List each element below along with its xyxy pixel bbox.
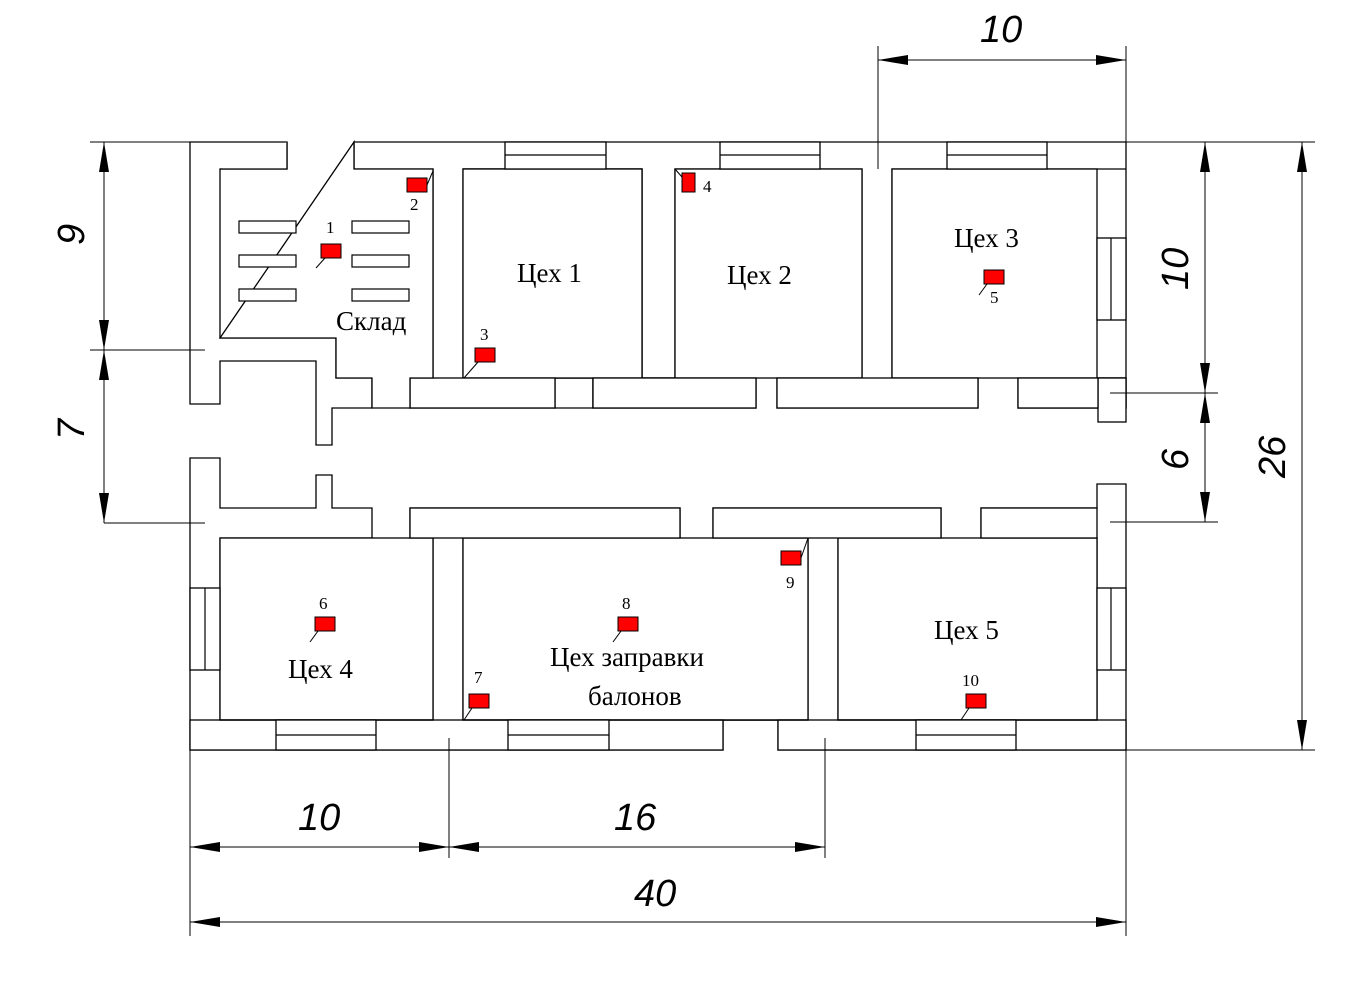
sensor-marker — [314, 616, 336, 632]
sensor-number: 1 — [326, 218, 335, 237]
sensor-number: 8 — [622, 594, 631, 613]
sensor-number: 6 — [319, 594, 328, 613]
sensor-marker — [468, 693, 490, 709]
sensor-marker — [983, 269, 1005, 285]
dim-left-upper-height: 9 — [51, 224, 93, 245]
room-label-tseh2: Цех 2 — [727, 260, 792, 290]
sensor-number: 3 — [480, 325, 489, 344]
room-label-tseh1: Цех 1 — [517, 258, 582, 288]
dim-total-width: 40 — [634, 873, 676, 915]
sensor-number: 7 — [474, 668, 483, 687]
sensors: 1 2 3 4 5 6 7 8 9 10 — [309, 168, 1005, 721]
sensor-marker — [474, 347, 496, 363]
sensor-marker — [320, 243, 342, 259]
warehouse-shelves — [238, 220, 410, 302]
room-label-tseh4: Цех 4 — [288, 654, 353, 684]
shelf — [351, 220, 410, 234]
room-label-tseh5: Цех 5 — [934, 615, 999, 645]
dim-top-right-width: 10 — [980, 9, 1022, 51]
sensor-marker — [617, 616, 639, 632]
dim-bottom-left-width: 10 — [298, 797, 340, 839]
dimension-lines: 10 9 7 10 6 26 — [51, 9, 1315, 936]
dim-total-height: 26 — [1252, 435, 1294, 479]
dim-right-corridor-height: 6 — [1155, 448, 1197, 470]
sensor-number: 9 — [786, 573, 795, 592]
sensor-number: 2 — [410, 195, 419, 214]
sensor-number: 10 — [962, 671, 979, 690]
shelf — [238, 254, 297, 268]
sensor-marker — [965, 693, 987, 709]
room-labels: Склад Цех 1 Цех 2 Цех 3 Цех 4 Цех 5 Цех … — [288, 223, 1019, 711]
upper-block-walls — [189, 139, 1127, 446]
sensor-marker — [681, 172, 696, 193]
dim-left-lower-height: 7 — [51, 417, 93, 440]
shelf — [351, 254, 410, 268]
shelf — [351, 288, 410, 302]
room-label-sklad: Склад — [336, 306, 407, 336]
windows — [189, 141, 1127, 751]
sensor-number: 4 — [703, 177, 712, 196]
sensor-marker — [780, 550, 802, 566]
room-label-refill-line1: Цех заправки — [550, 642, 704, 672]
sensor-marker — [406, 177, 428, 193]
room-label-refill-line2: балонов — [588, 681, 682, 711]
shelf — [238, 220, 297, 234]
room-label-tseh3: Цех 3 — [954, 223, 1019, 253]
dim-bottom-middle-width: 16 — [614, 797, 657, 839]
dim-right-upper-height: 10 — [1155, 248, 1197, 290]
shelf — [238, 288, 297, 302]
sensor-number: 5 — [990, 288, 999, 307]
